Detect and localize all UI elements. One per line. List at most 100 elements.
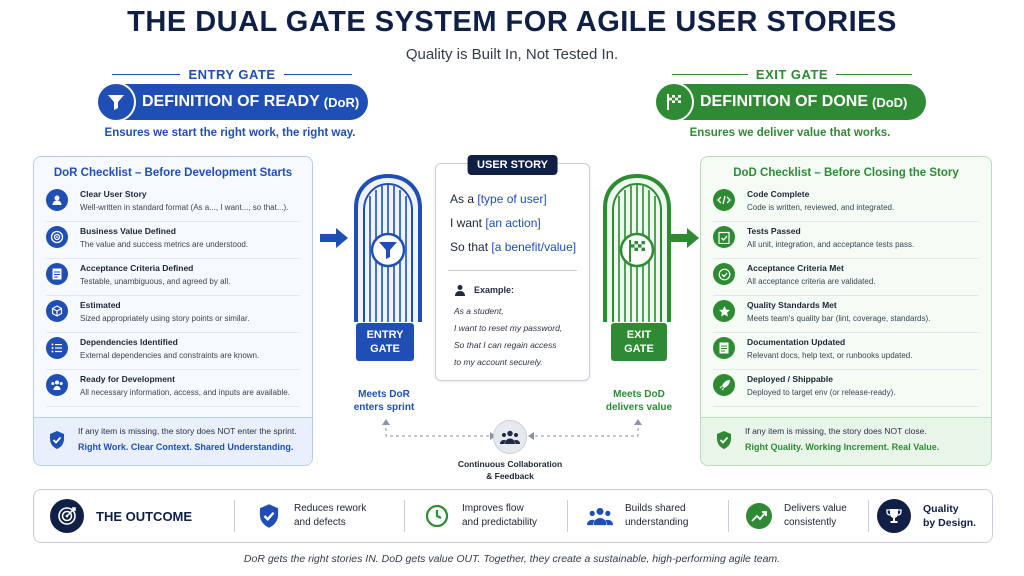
divider (567, 500, 568, 532)
dod-tagline: Ensures we deliver value that works. (689, 127, 891, 139)
item-desc: All acceptance criteria are validated. (747, 277, 876, 286)
user-icon (455, 285, 465, 296)
story-so-that: So that [a benefit/value] (450, 240, 589, 264)
item-title: Ready for Development (80, 374, 175, 384)
entry-caption-line2: enters sprint (353, 402, 415, 413)
dor-note-text: If any item is missing, the story does N… (78, 426, 297, 436)
divider (448, 270, 577, 271)
collab-line2: & Feedback (486, 471, 534, 481)
trophy-icon (877, 499, 911, 533)
entry-caption-line1: Meets DoR (358, 389, 410, 400)
star-icon (713, 300, 735, 322)
arrow-right-icon (671, 228, 699, 248)
collab-line1: Continuous Collaboration (457, 459, 563, 469)
entry-gate-caption: Meets DoR enters sprint (336, 388, 432, 414)
entry-gate-label: ENTRY GATE (112, 67, 353, 82)
dor-note-strong: Right Work. Clear Context. Shared Unders… (78, 442, 294, 452)
example-line: I want to reset my password, (454, 323, 563, 333)
item-title: Acceptance Criteria Defined (80, 263, 194, 273)
exit-caption-line1: Meets DoD (613, 389, 665, 400)
divider (404, 500, 405, 532)
item-desc: Well-written in standard format (As a...… (80, 203, 289, 212)
team-icon (46, 374, 68, 396)
entry-gate-illustration (354, 173, 422, 322)
story-i-want: I want [an action] (450, 216, 589, 240)
dod-pill: DEFINITION OF DONE(DoD) (654, 82, 926, 122)
user-icon (46, 189, 68, 211)
outcome-text: Quality (923, 503, 959, 515)
page-subtitle: Quality is Built In, Not Tested In. (405, 46, 619, 63)
arrow-right-icon (320, 228, 348, 248)
collaboration-icon (493, 420, 527, 454)
divider (728, 500, 729, 532)
dod-checklist-title: DoD Checklist – Before Closing the Story (733, 167, 959, 179)
rocket-icon (713, 374, 735, 396)
page-title: THE DUAL GATE SYSTEM FOR AGILE USER STOR… (127, 6, 897, 38)
shield-check-icon (50, 431, 64, 449)
outcome-text: by Design. (923, 517, 977, 529)
document-icon (46, 263, 68, 285)
outcome-label-group: THE OUTCOME (50, 490, 192, 542)
outcome-text: consistently (784, 517, 837, 528)
example-label: Example: (474, 285, 515, 295)
outcome-text: and defects (294, 517, 346, 528)
dor-note: If any item is missing, the story does N… (34, 417, 312, 465)
item-title: Estimated (80, 300, 121, 310)
story-as-a-label: As a (450, 192, 475, 206)
dor-pill: DEFINITION OF READY(DoR) (96, 82, 368, 122)
outcome-text: Builds shared (625, 503, 686, 514)
item-desc: Meets team's quality bar (lint, coverage… (747, 314, 931, 323)
outcome-item: Quality by Design. (877, 490, 976, 542)
exit-gate-caption: Meets DoD delivers value (591, 388, 687, 414)
item-desc: External dependencies and constraints ar… (80, 351, 260, 360)
outcome-label: THE OUTCOME (96, 508, 193, 524)
example-line: As a student, (454, 306, 504, 316)
shield-check-icon (256, 503, 282, 529)
code-icon (713, 189, 735, 211)
outcome-text: Improves flow (462, 503, 524, 514)
item-desc: All unit, integration, and acceptance te… (747, 240, 915, 249)
dor-tagline: Ensures we start the right work, the rig… (104, 127, 356, 139)
story-as-a: As a [type of user] (450, 192, 589, 216)
exit-caption-line2: delivers value (605, 402, 673, 413)
story-so-that-value: [a benefit/value] (491, 240, 577, 254)
dod-note: If any item is missing, the story does N… (701, 417, 991, 465)
example-heading: Example: (454, 281, 589, 299)
exit-gate-illustration (603, 173, 671, 322)
dod-checklist-panel: DoD Checklist – Before Closing the Story… (700, 156, 992, 466)
item-desc: Code is written, reviewed, and integrate… (747, 203, 895, 212)
checkered-flag-icon (654, 82, 694, 122)
exit-gate-label-text: EXIT GATE (755, 67, 829, 82)
item-title: Quality Standards Met (747, 300, 837, 310)
entry-gate-sign: ENTRY GATE (356, 323, 414, 361)
footer-text: DoR gets the right stories IN. DoD gets … (243, 553, 781, 565)
clipboard-check-icon (713, 226, 735, 248)
item-desc: Relevant docs, help text, or runbooks up… (747, 351, 913, 360)
story-so-that-label: So that (450, 240, 489, 254)
dor-checklist-title: DoR Checklist – Before Development Start… (53, 167, 293, 179)
story-i-want-label: I want (450, 216, 483, 230)
user-story-header: USER STORY (467, 155, 558, 175)
item-desc: Sized appropriately using story points o… (80, 314, 250, 323)
item-desc: The value and success metrics are unders… (80, 240, 249, 249)
growth-chart-icon (746, 503, 772, 529)
target-icon (50, 499, 84, 533)
clock-icon (424, 503, 450, 529)
item-title: Documentation Updated (747, 337, 846, 347)
entry-sign-line1: ENTRY (366, 329, 404, 341)
dod-note-text: If any item is missing, the story does N… (745, 426, 927, 436)
list-icon (46, 337, 68, 359)
